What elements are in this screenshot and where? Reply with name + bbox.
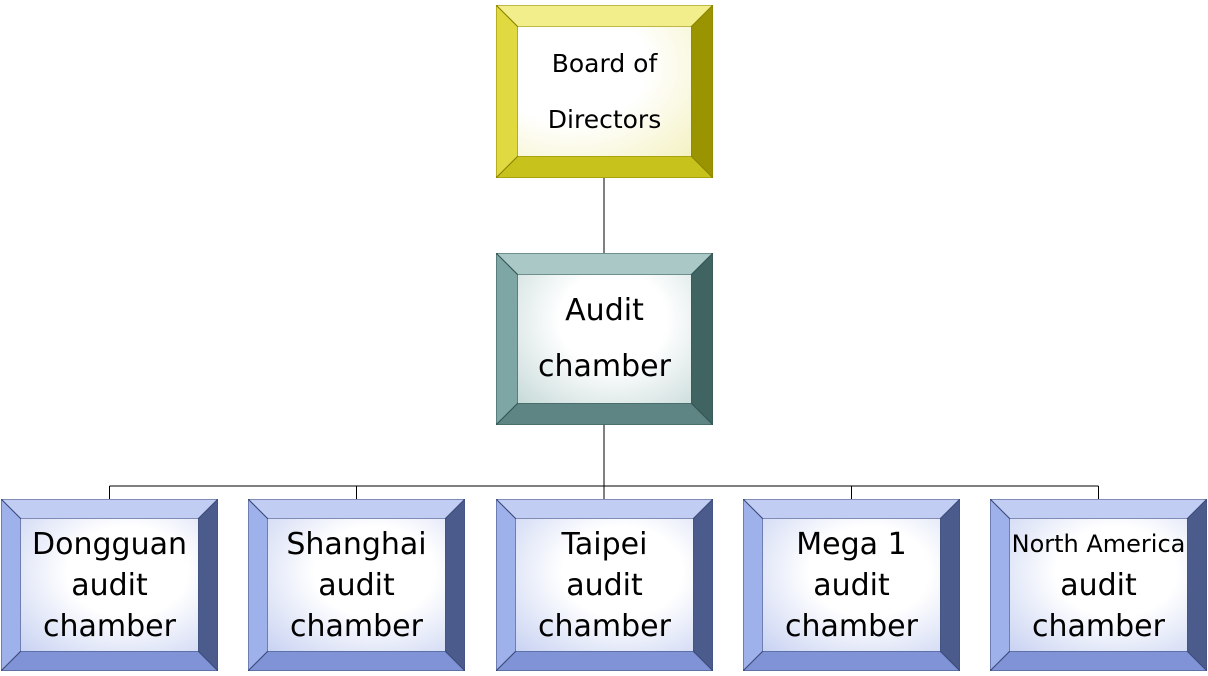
node-bevel <box>990 499 1207 671</box>
node-label-line: audit <box>318 567 395 603</box>
node-label-line: audit <box>813 567 890 603</box>
node-label: Audit chamber <box>518 275 691 403</box>
node-label: Taipei audit chamber <box>516 519 693 651</box>
node-bevel <box>248 499 465 671</box>
node-label-line: Shanghai <box>286 526 427 562</box>
node-label: North America audit chamber <box>1010 519 1187 651</box>
node-bevel <box>743 499 960 671</box>
node-label-line: chamber <box>785 608 918 644</box>
north-america-audit-chamber-node[interactable]: North America audit chamber <box>990 499 1207 671</box>
node-label-line: audit <box>1060 567 1137 603</box>
node-label-line: audit <box>566 567 643 603</box>
node-label-line: Dongguan <box>32 526 187 562</box>
node-label-line: chamber <box>538 608 671 644</box>
node-label-line: chamber <box>538 349 671 384</box>
node-label-line: audit <box>71 567 148 603</box>
taipei-audit-chamber-node[interactable]: Taipei audit chamber <box>496 499 713 671</box>
node-bevel <box>496 253 713 425</box>
mega-1-audit-chamber-node[interactable]: Mega 1 audit chamber <box>743 499 960 671</box>
node-label-line: Mega 1 <box>796 526 907 562</box>
node-bevel <box>496 5 713 178</box>
node-label: Mega 1 audit chamber <box>763 519 940 651</box>
node-label-line: chamber <box>1032 608 1165 644</box>
node-label: Board of Directors <box>518 27 691 156</box>
node-label: Dongguan audit chamber <box>21 519 198 651</box>
board-of-directors-node[interactable]: Board of Directors <box>496 5 713 178</box>
node-label-line: chamber <box>43 608 176 644</box>
dongguan-audit-chamber-node[interactable]: Dongguan audit chamber <box>1 499 218 671</box>
node-label-line: North America <box>1011 529 1186 558</box>
shanghai-audit-chamber-node[interactable]: Shanghai audit chamber <box>248 499 465 671</box>
node-label-line: Taipei <box>561 526 648 562</box>
node-label-line: Board of <box>551 48 658 78</box>
node-label-line: Audit <box>565 293 644 328</box>
node-label-line: Directors <box>547 104 662 134</box>
audit-chamber-node[interactable]: Audit chamber <box>496 253 713 425</box>
node-label: Shanghai audit chamber <box>268 519 445 651</box>
node-label-line: chamber <box>290 608 423 644</box>
